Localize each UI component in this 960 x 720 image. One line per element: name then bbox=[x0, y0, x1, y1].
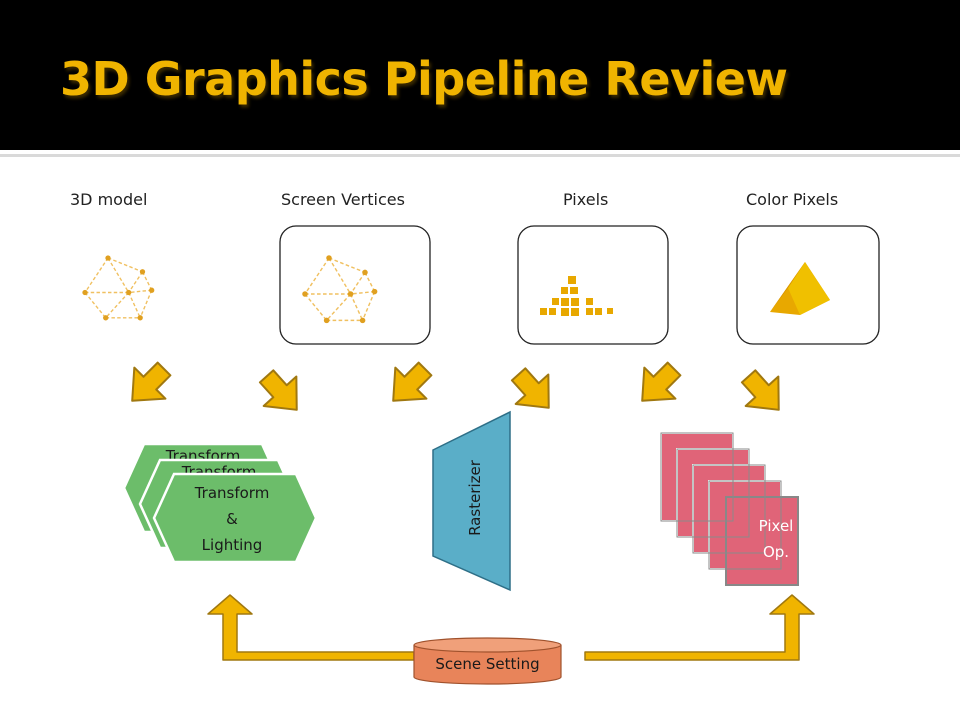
rasterizer-block: Rasterizer bbox=[432, 410, 511, 592]
transform-label-line2: & bbox=[226, 510, 238, 528]
slide-title: 3D Graphics Pipeline Review bbox=[60, 52, 788, 106]
stage-label-pixels: Pixels bbox=[563, 190, 609, 209]
stage-label-3d-model: 3D model bbox=[70, 190, 148, 209]
transform-hexagon-front bbox=[152, 472, 318, 564]
arrow-pixel-op-to-color-pixels bbox=[731, 360, 797, 426]
stage-label-screen-vertices: Screen Vertices bbox=[281, 190, 405, 209]
pixel-op-stack-outlines bbox=[660, 432, 782, 570]
title-divider bbox=[0, 154, 960, 157]
transform-label-line3: Lighting bbox=[202, 536, 263, 554]
model-mesh-icon bbox=[81, 254, 156, 322]
arrow-pixels-to-pixel-op bbox=[625, 352, 691, 418]
arrow-screen-vertices-to-rasterizer bbox=[376, 352, 442, 418]
transform-lighting-stack: Transform Transform Transform & Lighting bbox=[122, 442, 318, 564]
scene-setting-cylinder: Scene Setting bbox=[413, 637, 562, 685]
arrow-transform-to-screen-vertices bbox=[249, 360, 315, 426]
screen-vertices-box bbox=[279, 225, 431, 345]
pixel-op-card-front bbox=[725, 496, 799, 586]
transform-label-line1: Transform bbox=[194, 484, 270, 502]
pixel-op-stack bbox=[660, 432, 799, 586]
scene-to-pixel-op-connector bbox=[584, 594, 815, 661]
scene-setting-label: Scene Setting bbox=[435, 655, 539, 673]
pixel-op-label-line2: Op. bbox=[763, 543, 789, 561]
rasterizer-label: Rasterizer bbox=[466, 459, 484, 536]
pixels-box bbox=[517, 225, 669, 345]
pixels-raster-icon bbox=[540, 276, 613, 316]
arrow-model-to-transform bbox=[115, 352, 181, 418]
title-bar bbox=[0, 0, 960, 150]
arrow-rasterizer-to-pixels bbox=[501, 358, 567, 424]
shaded-prism-icon bbox=[770, 262, 830, 315]
pixel-op-label-line1: Pixel bbox=[759, 517, 794, 535]
stage-label-color-pixels: Color Pixels bbox=[746, 190, 839, 209]
scene-to-transform-connector bbox=[207, 594, 415, 661]
